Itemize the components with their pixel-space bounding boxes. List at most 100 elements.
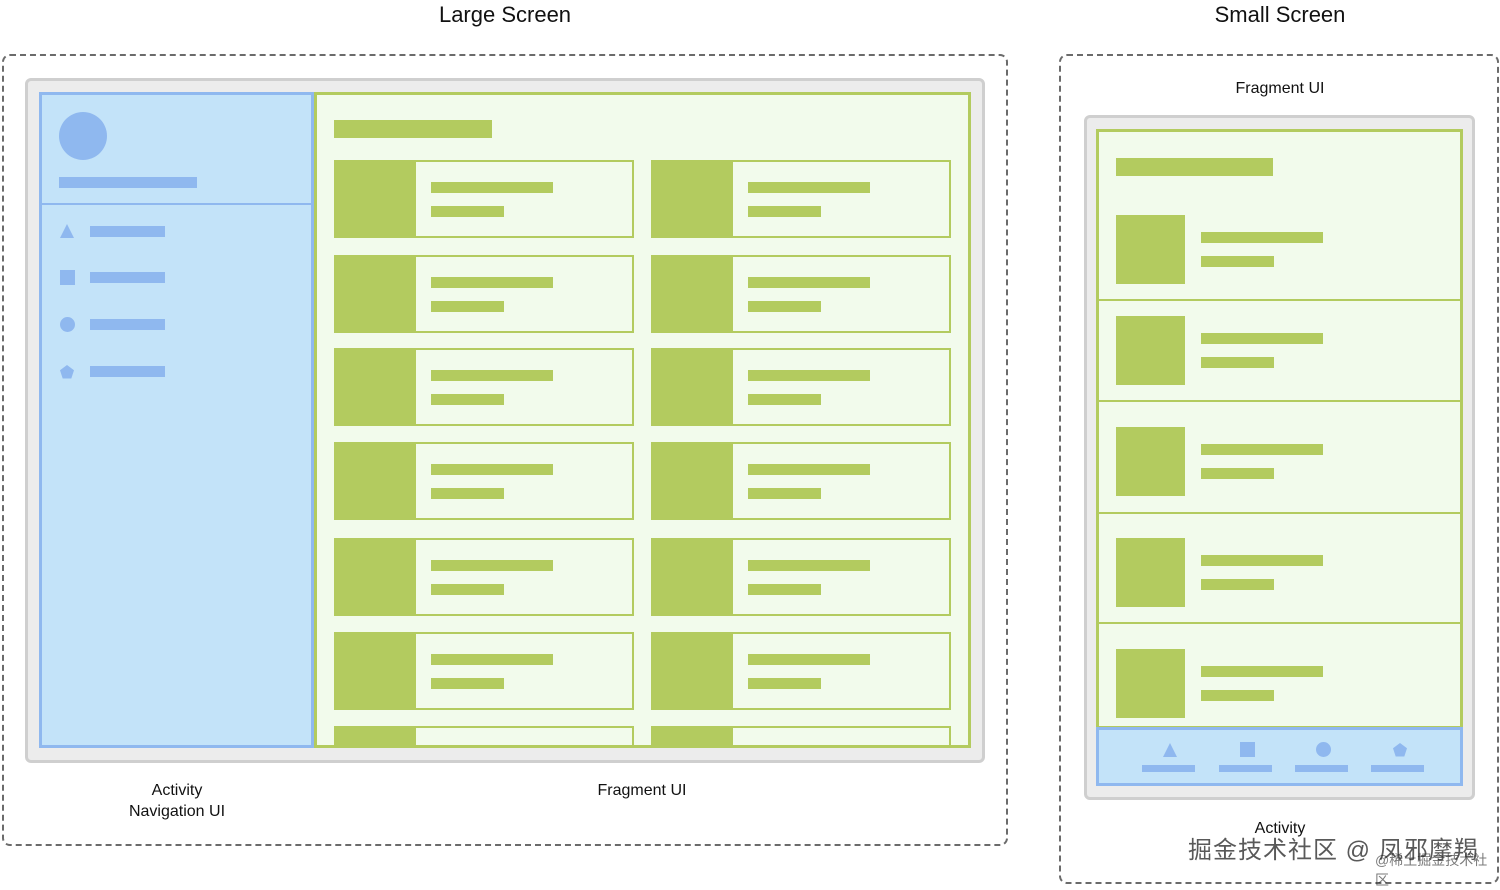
card-line-secondary [748, 301, 821, 312]
small-screen-frame [1059, 54, 1499, 884]
list-card[interactable] [651, 255, 951, 333]
list-divider [1099, 512, 1460, 514]
card-line-secondary [431, 488, 504, 499]
list-item-line-primary [1201, 232, 1323, 243]
card-line-primary [431, 654, 553, 665]
list-card[interactable] [334, 255, 634, 333]
small-activity-caption: Activity [1254, 820, 1306, 837]
card-line-primary [748, 560, 870, 571]
fragment-panel [314, 92, 971, 748]
list-card[interactable] [334, 632, 634, 710]
list-item-thumbnail [1116, 316, 1185, 385]
card-line-primary [431, 370, 553, 381]
card-thumbnail [651, 348, 733, 426]
list-item[interactable] [1099, 649, 1460, 718]
list-item-line-primary [1201, 666, 1323, 677]
list-divider [1099, 622, 1460, 624]
list-item[interactable] [1099, 538, 1460, 607]
activity-caption-line-2: Navigation UI [128, 803, 226, 820]
card-thumbnail [334, 538, 416, 616]
triangle-icon [1163, 743, 1177, 757]
card-thumbnail [651, 726, 733, 745]
circle-icon [1316, 742, 1331, 757]
small-fragment-title-bar [1116, 158, 1273, 176]
card-line-primary [748, 370, 870, 381]
card-line-secondary [431, 584, 504, 595]
card-line-secondary [431, 394, 504, 405]
nav-divider [42, 203, 311, 205]
card-thumbnail [651, 160, 733, 238]
list-card[interactable] [651, 632, 951, 710]
card-thumbnail [651, 255, 733, 333]
square-icon [1240, 742, 1255, 757]
list-item-line-secondary [1201, 256, 1274, 267]
list-item[interactable] [1099, 427, 1460, 496]
nav-item-line [90, 366, 165, 377]
nav-item-line [90, 226, 165, 237]
card-line-secondary [748, 206, 821, 217]
list-card[interactable] [651, 160, 951, 238]
list-card[interactable] [651, 726, 951, 745]
fragment-title-bar [334, 120, 492, 138]
nav-item-line [90, 272, 165, 283]
card-thumbnail [651, 442, 733, 520]
watermark: 掘金技术社区 @ 凤邪摩羯 [1188, 837, 1479, 864]
list-card[interactable] [334, 348, 634, 426]
card-line-secondary [748, 394, 821, 405]
card-line-secondary [431, 206, 504, 217]
list-card[interactable] [651, 538, 951, 616]
list-divider [1099, 299, 1460, 301]
list-card[interactable] [334, 160, 634, 238]
circle-icon [60, 317, 75, 332]
card-thumbnail [651, 538, 733, 616]
list-item-line-primary [1201, 333, 1323, 344]
list-item-line-secondary [1201, 690, 1274, 701]
list-item-line-primary [1201, 444, 1323, 455]
card-line-primary [748, 182, 870, 193]
list-item-line-secondary [1201, 468, 1274, 479]
small-screen-title: Small Screen [1214, 2, 1346, 27]
nav-item-line [90, 319, 165, 330]
bottom-nav-line [1295, 765, 1348, 772]
list-card[interactable] [334, 538, 634, 616]
card-thumbnail [651, 632, 733, 710]
card-line-secondary [748, 488, 821, 499]
bottom-nav-line [1219, 765, 1272, 772]
list-item[interactable] [1099, 215, 1460, 284]
pentagon-icon [1393, 743, 1407, 757]
fragment-caption: Fragment UI [597, 782, 687, 799]
list-item-thumbnail [1116, 538, 1185, 607]
bottom-navigation [1096, 727, 1463, 786]
list-item-line-primary [1201, 555, 1323, 566]
list-card[interactable] [334, 726, 634, 745]
card-thumbnail [334, 632, 416, 710]
card-thumbnail [334, 442, 416, 520]
card-line-primary [431, 464, 553, 475]
card-line-primary [431, 560, 553, 571]
triangle-icon [60, 224, 74, 238]
card-line-primary [748, 277, 870, 288]
card-thumbnail [334, 160, 416, 238]
list-item-thumbnail [1116, 215, 1185, 284]
activity-caption: Activity Navigation UI [77, 780, 277, 822]
large-screen-frame [2, 54, 1008, 846]
list-item[interactable] [1099, 316, 1460, 385]
navigation-panel [39, 92, 314, 748]
small-fragment-panel [1096, 129, 1463, 729]
list-item-thumbnail [1116, 427, 1185, 496]
avatar [59, 112, 107, 160]
small-fragment-caption: Fragment UI [1235, 80, 1325, 97]
card-thumbnail [334, 348, 416, 426]
bottom-nav-line [1371, 765, 1424, 772]
list-card[interactable] [334, 442, 634, 520]
list-divider [1099, 400, 1460, 402]
list-card[interactable] [651, 348, 951, 426]
list-item-line-secondary [1201, 357, 1274, 368]
list-card[interactable] [651, 442, 951, 520]
nav-header-line [59, 177, 197, 188]
card-thumbnail [334, 726, 416, 745]
bottom-nav-line [1142, 765, 1195, 772]
card-line-secondary [748, 678, 821, 689]
pentagon-icon [60, 365, 74, 379]
card-line-primary [431, 277, 553, 288]
